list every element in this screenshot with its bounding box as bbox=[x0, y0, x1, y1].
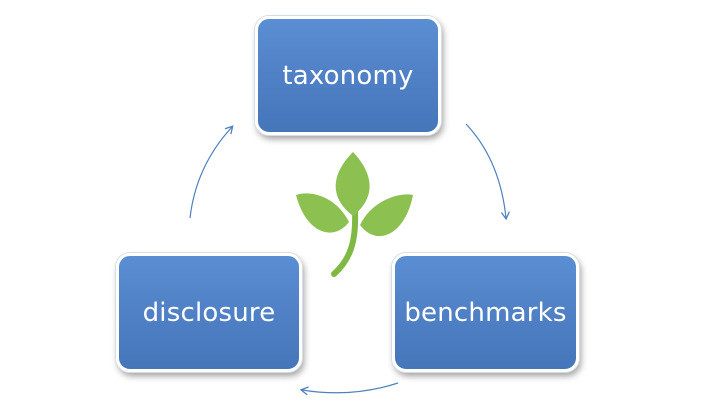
disclosure-label: disclosure bbox=[142, 297, 276, 328]
arrow-benchmarks-to-disclosure bbox=[299, 382, 399, 396]
benchmarks-label: benchmarks bbox=[404, 297, 567, 328]
disclosure-box: disclosure bbox=[116, 253, 302, 372]
sprout-leaf-icon bbox=[296, 152, 413, 277]
taxonomy-label: taxonomy bbox=[282, 60, 414, 91]
benchmarks-box: benchmarks bbox=[392, 253, 579, 372]
taxonomy-box: taxonomy bbox=[255, 16, 441, 135]
arrow-disclosure-to-taxonomy bbox=[189, 125, 234, 219]
arrow-taxonomy-to-benchmarks bbox=[465, 123, 510, 221]
